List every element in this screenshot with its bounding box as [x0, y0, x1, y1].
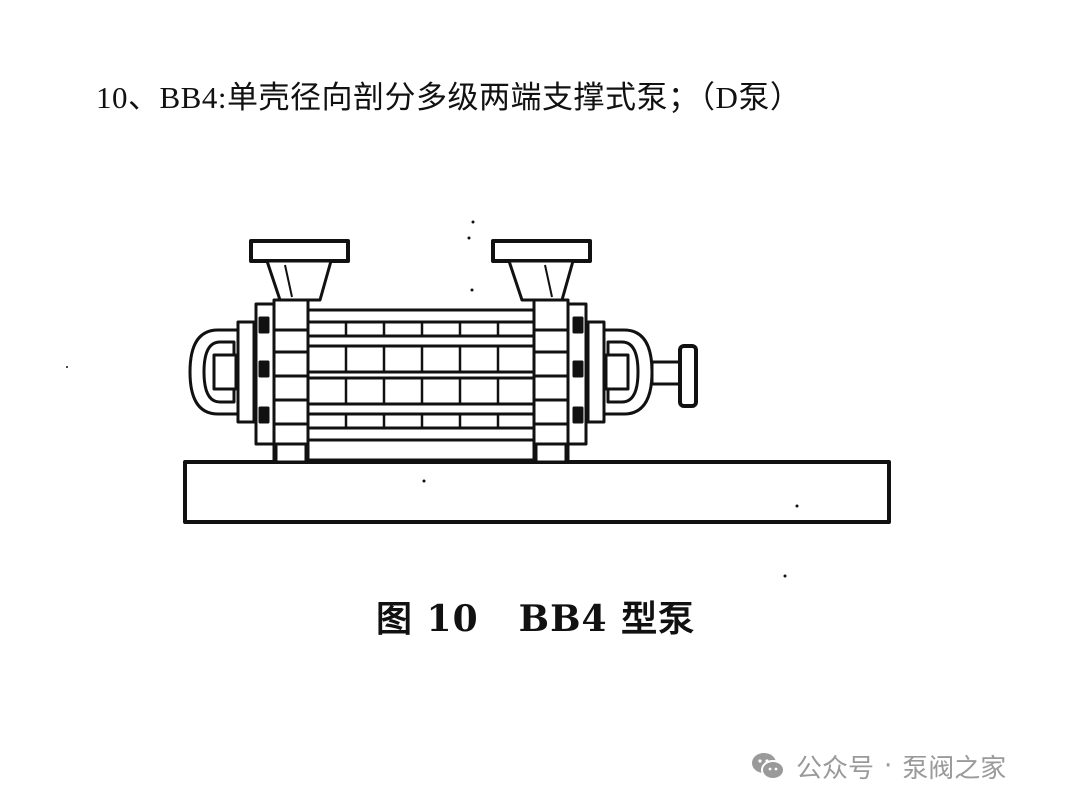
figure-caption: 图 10 BB4 型泵	[376, 590, 695, 642]
figure-number: 图 10	[376, 598, 479, 640]
left-bearing-housing	[188, 320, 256, 424]
discharge-nozzle	[491, 239, 592, 302]
watermark-separator: ·	[884, 751, 893, 781]
section-heading: 10、BB4:单壳径向剖分多级两端支撑式泵；（D泵）	[96, 80, 802, 115]
wechat-icon	[752, 753, 785, 780]
baseplate	[183, 460, 891, 524]
scan-specks	[66, 220, 799, 578]
suction-nozzle	[249, 239, 350, 302]
watermark-account-name: 泵阀之家	[902, 753, 1007, 784]
watermark-account-type: 公众号	[796, 753, 875, 784]
right-end-casing	[532, 298, 588, 464]
right-bearing-housing	[586, 320, 654, 424]
watermark: 公众号 · 泵阀之家	[750, 746, 1006, 786]
left-end-casing	[254, 298, 310, 464]
figure-title: BB4 型泵	[518, 598, 696, 640]
stage-casing	[306, 308, 536, 462]
shaft-coupling	[650, 344, 698, 408]
